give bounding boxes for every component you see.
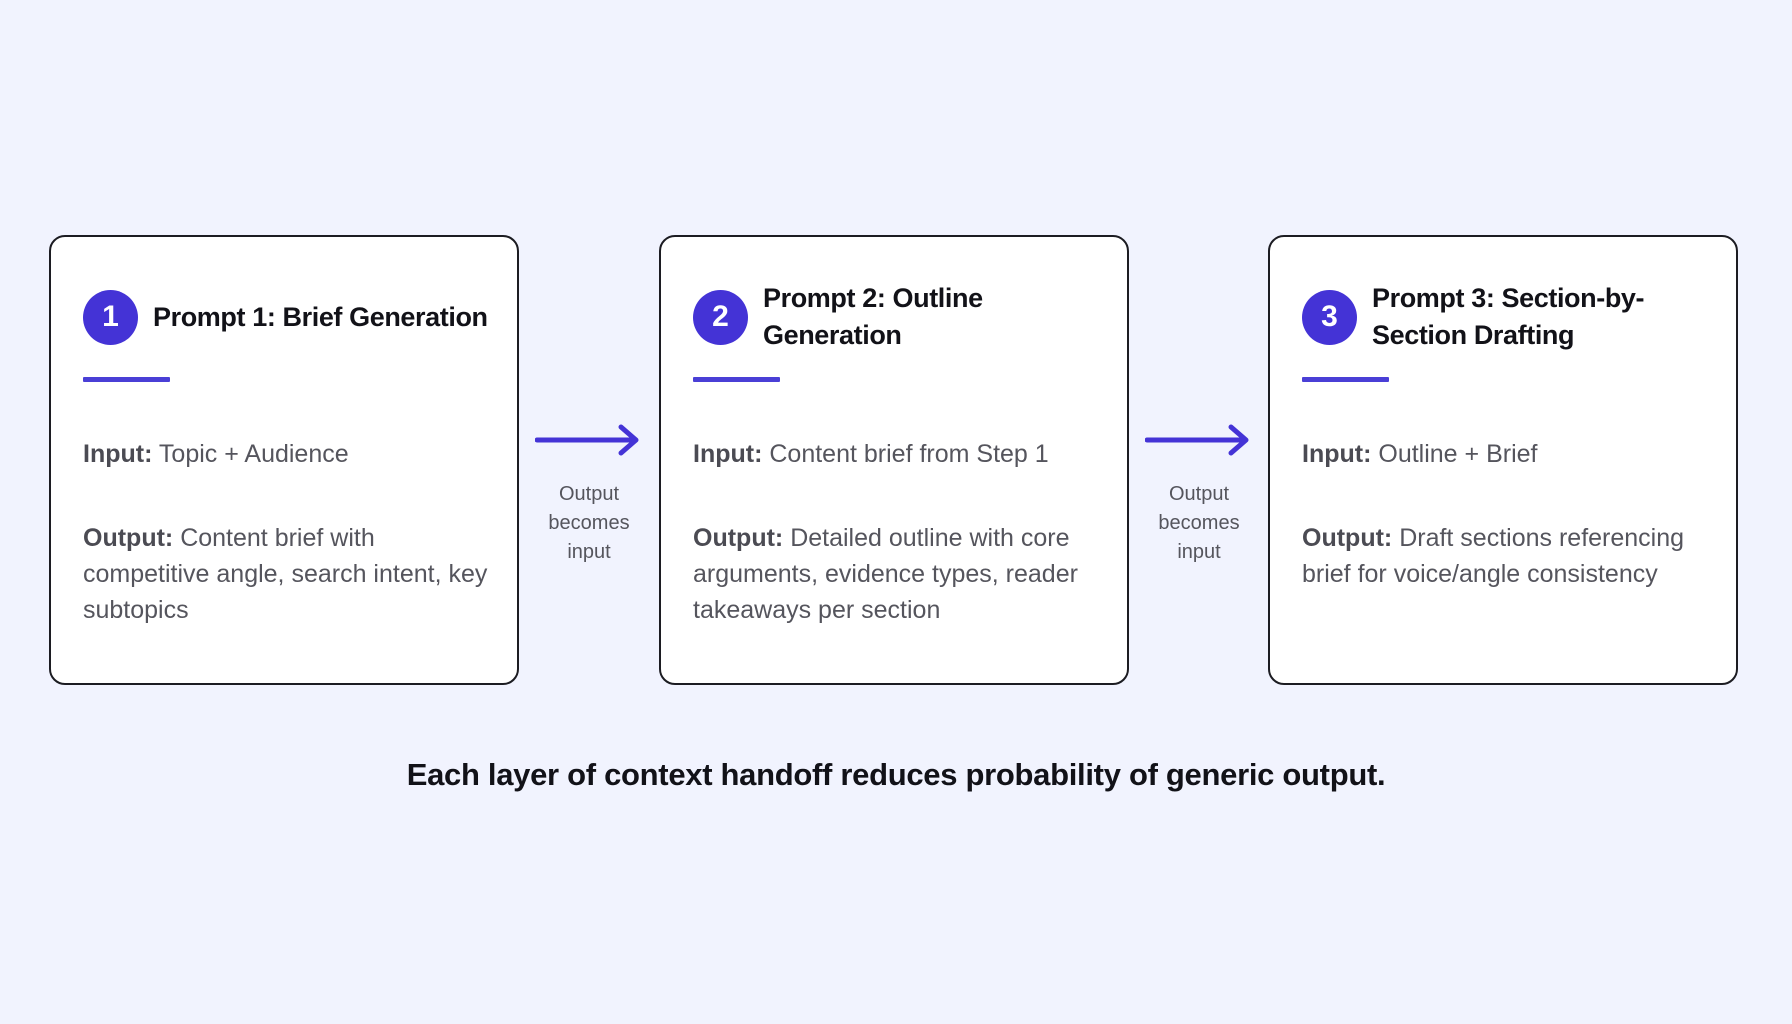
- output-label: Output:: [693, 524, 784, 552]
- step-output: Output: Draft sections referencing brief…: [1302, 520, 1708, 592]
- input-label: Input:: [693, 440, 763, 468]
- input-text: Content brief from Step 1: [769, 440, 1049, 468]
- step-title: Prompt 1: Brief Generation: [153, 301, 488, 332]
- step-input: Input: Topic + Audience: [83, 436, 489, 472]
- step-output: Output: Detailed outline with core argum…: [693, 520, 1099, 628]
- step-title: Prompt 3: Section-by-Section Drafting: [1372, 283, 1645, 350]
- step-card-3: 3 Prompt 3: Section-by-Section Drafting …: [1268, 235, 1738, 685]
- output-text: Detailed outline with core arguments, ev…: [693, 524, 1078, 624]
- arrow-right-icon: [1145, 424, 1249, 456]
- step-header: 1 Prompt 1: Brief Generation: [83, 287, 503, 347]
- connector-label: Output becomes input: [1158, 483, 1240, 563]
- accent-divider: [1302, 377, 1389, 382]
- output-text: Draft sections referencing brief for voi…: [1302, 524, 1685, 588]
- connector-label: Output becomes input: [548, 483, 630, 563]
- diagram-caption: Each layer of context handoff reduces pr…: [406, 757, 1386, 792]
- step-card-1: 1 Prompt 1: Brief Generation Input: Topi…: [49, 235, 519, 685]
- step-number-badge: 2: [693, 289, 748, 345]
- step-number-badge: 1: [83, 289, 138, 345]
- connector-2: Output becomes input: [1145, 420, 1253, 570]
- accent-divider: [83, 377, 170, 382]
- output-label: Output:: [83, 524, 174, 552]
- output-text: Content brief with competitive angle, se…: [83, 524, 488, 624]
- arrow-right-icon: [535, 424, 639, 456]
- step-input: Input: Content brief from Step 1: [693, 436, 1099, 472]
- connector-1: Output becomes input: [535, 420, 643, 570]
- step-header: 2 Prompt 2: Outline Generation: [693, 283, 1113, 350]
- input-label: Input:: [83, 440, 153, 468]
- step-title: Prompt 2: Outline Generation: [763, 283, 983, 350]
- step-output: Output: Content brief with competitive a…: [83, 520, 489, 628]
- step-card-2: 2 Prompt 2: Outline Generation Input: Co…: [659, 235, 1129, 685]
- input-label: Input:: [1302, 440, 1372, 468]
- step-header: 3 Prompt 3: Section-by-Section Drafting: [1302, 283, 1722, 350]
- step-number-badge: 3: [1302, 289, 1357, 345]
- step-input: Input: Outline + Brief: [1302, 436, 1708, 472]
- input-text: Outline + Brief: [1378, 440, 1538, 468]
- input-text: Topic + Audience: [158, 440, 349, 468]
- accent-divider: [693, 377, 780, 382]
- output-label: Output:: [1302, 524, 1393, 552]
